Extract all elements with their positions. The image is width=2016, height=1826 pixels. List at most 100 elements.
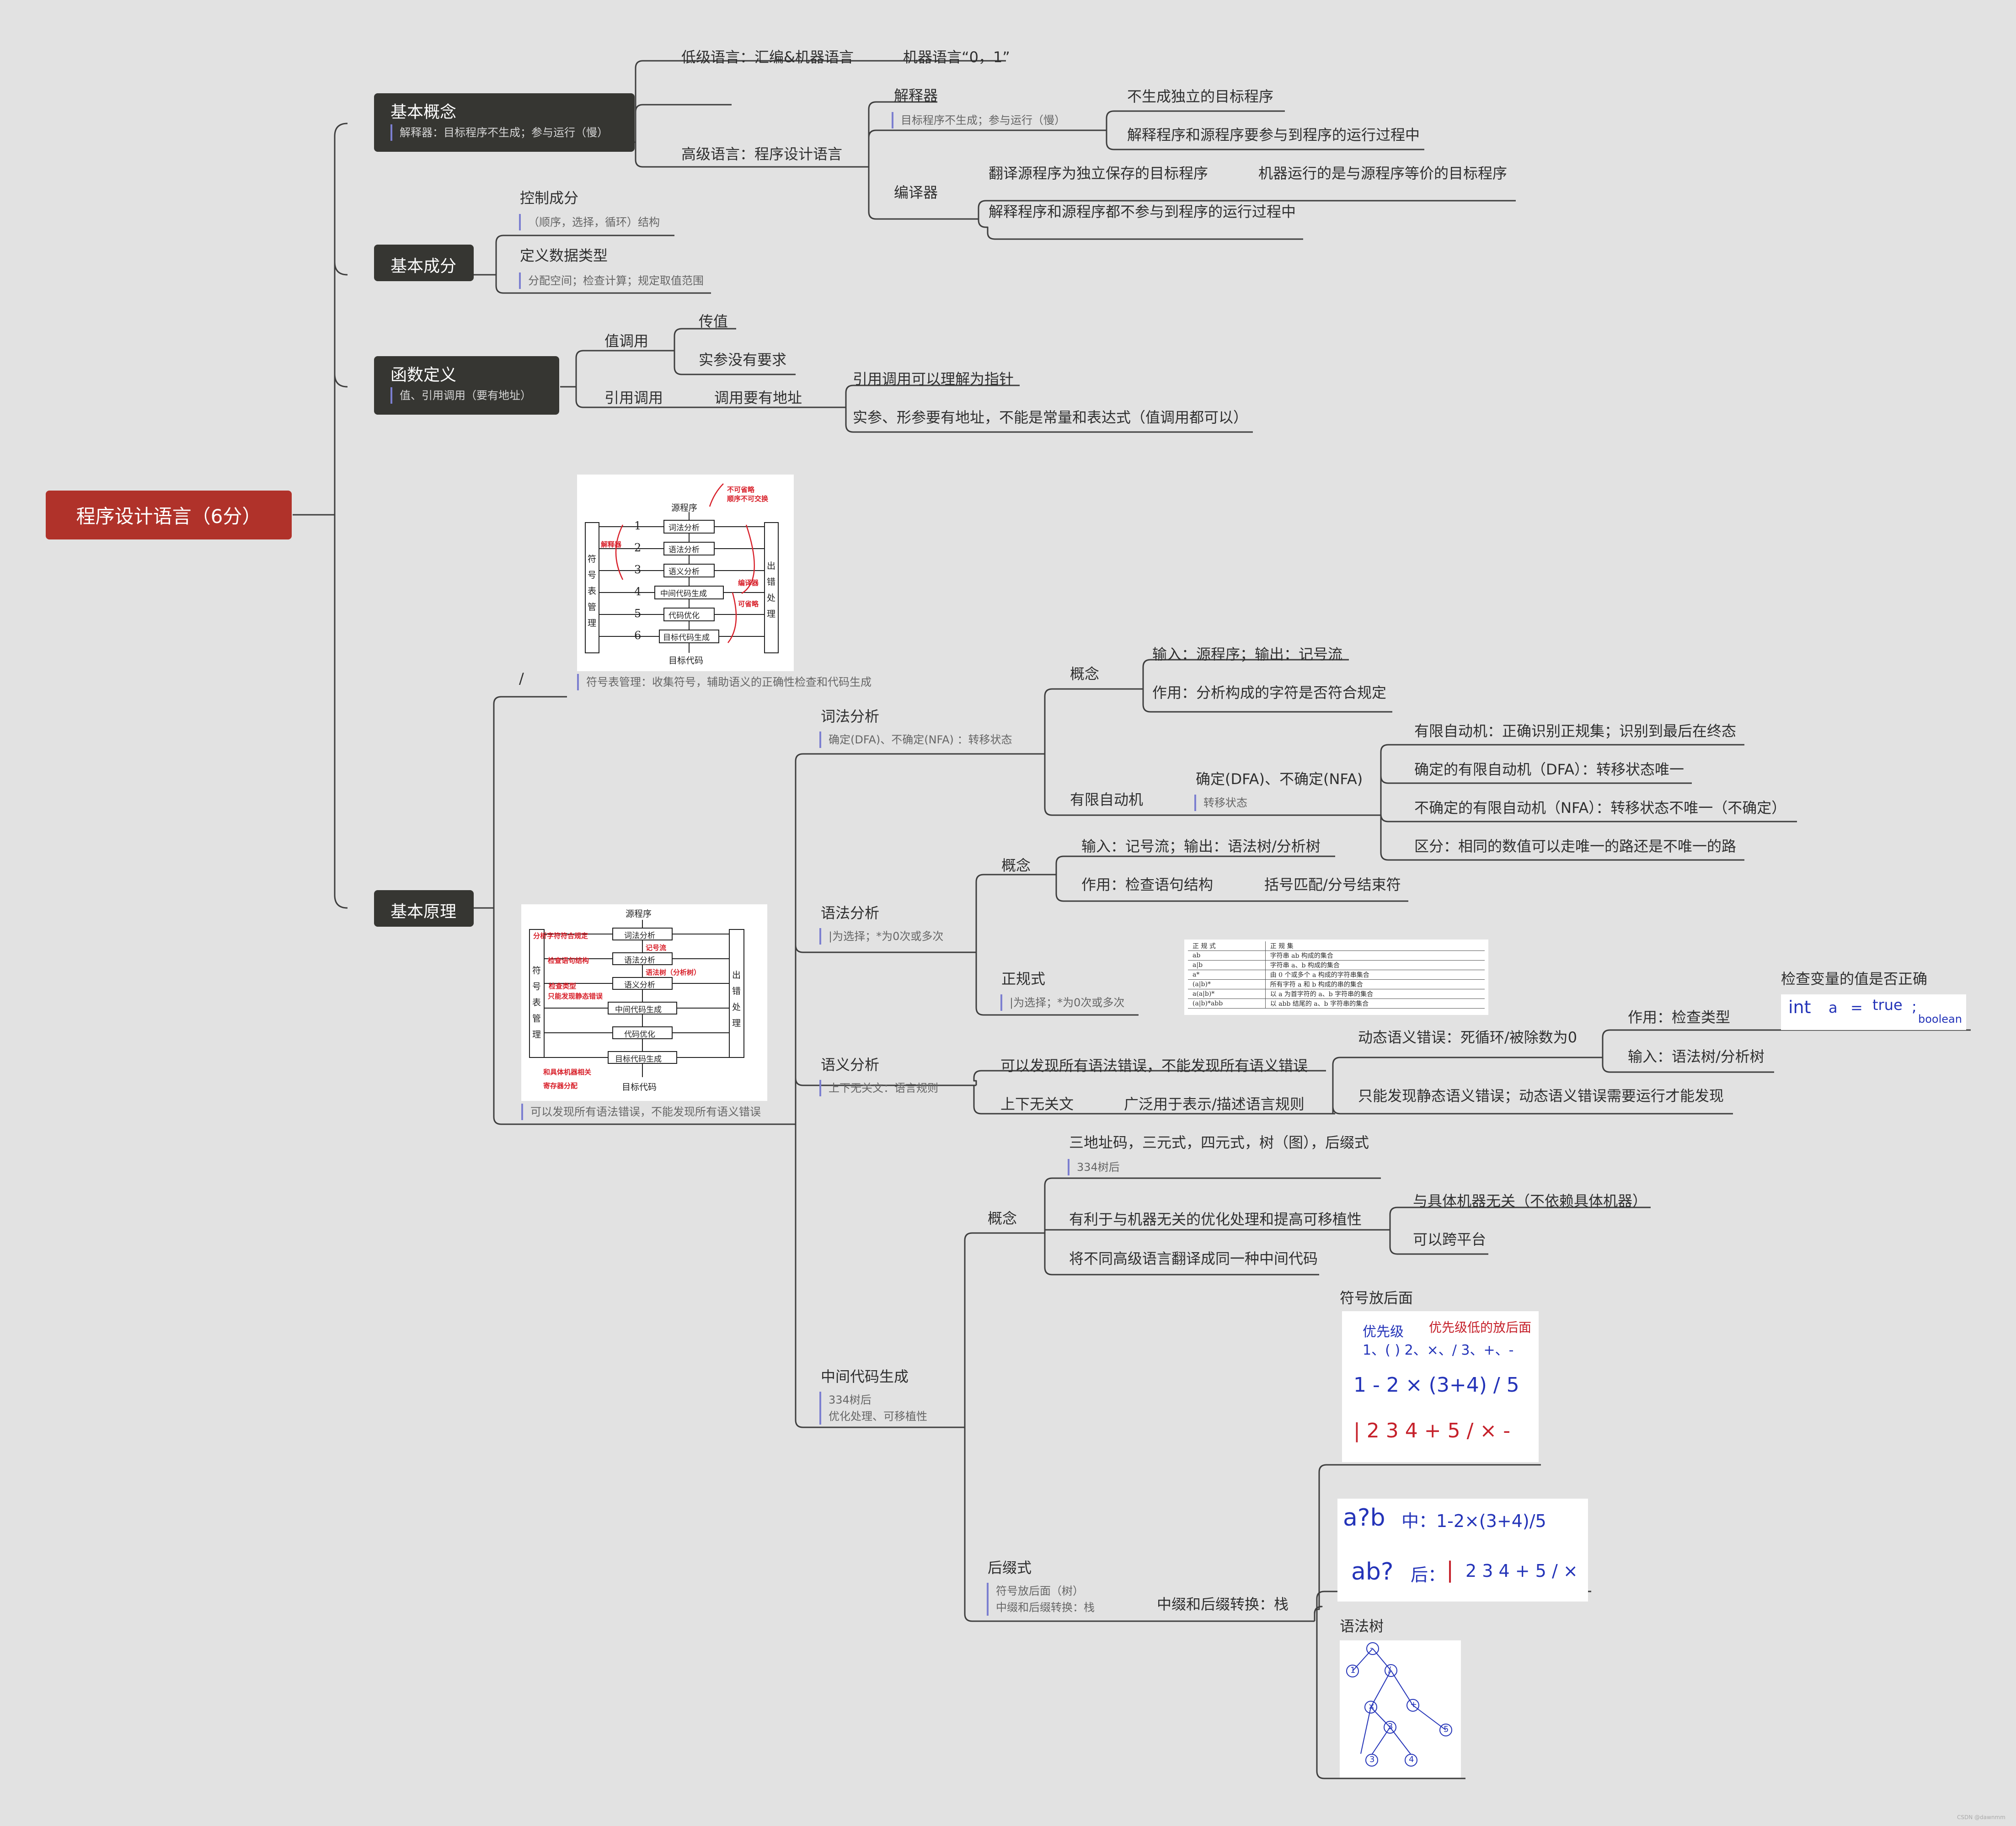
pass-value[interactable]: 传值 bbox=[699, 313, 728, 330]
static-semantic-error[interactable]: 只能发现静态语义错误；动态语义错误需要运行才能发现 bbox=[1358, 1087, 1724, 1105]
dfa-description[interactable]: 确定的有限自动机（DFA）：转移状态唯一 bbox=[1414, 761, 1684, 778]
lexical-role[interactable]: 作用：分析构成的字符是否符合规定 bbox=[1152, 684, 1386, 701]
cross-platform[interactable]: 可以跨平台 bbox=[1413, 1231, 1486, 1248]
reference-address-rule[interactable]: 实参、形参要有地址，不能是常量和表达式（值调用都可以） bbox=[853, 409, 1248, 426]
dfa-nfa[interactable]: 确定(DFA)、不确定(NFA) bbox=[1196, 770, 1363, 788]
interpreter-participates[interactable]: 解释程序和源程序要参与到程序的运行过程中 bbox=[1127, 126, 1420, 144]
context-free[interactable]: 上下无关文 bbox=[1000, 1095, 1074, 1113]
diag1-num-4: 4 bbox=[634, 585, 641, 598]
regex-cell: a|b bbox=[1188, 961, 1265, 970]
node-func-def-title: 函数定义 bbox=[390, 362, 456, 385]
node-func-def[interactable]: 函数定义 值、引用调用（要有地址） bbox=[374, 356, 559, 415]
handwritten-infix-postfix-image[interactable]: a?b 中：1-2×(3+4)/5 ab? 后： | 2 3 4 + 5 / × bbox=[1337, 1499, 1588, 1602]
semantic-find-errors[interactable]: 可以发现所有语法错误，不能发现所有语义错误 bbox=[1000, 1057, 1308, 1074]
root-node[interactable]: 程序设计语言（6分） bbox=[46, 491, 292, 539]
intermediate-code[interactable]: 中间代码生成 bbox=[821, 1368, 909, 1385]
call-by-value[interactable]: 值调用 bbox=[604, 332, 648, 350]
diag2-red-2: 记号流 bbox=[646, 943, 666, 952]
diag2-stage-4: 中间代码生成 bbox=[615, 1003, 662, 1014]
regular-expression[interactable]: 正规式 bbox=[1001, 970, 1045, 988]
diag1-left-2: 号 bbox=[588, 568, 596, 581]
syntax-io[interactable]: 输入：记号流；输出：语法树/分析树 bbox=[1081, 838, 1321, 855]
intermediate-concept[interactable]: 概念 bbox=[988, 1210, 1017, 1227]
fa-distinguish[interactable]: 区分：相同的数值可以走唯一的路还是不唯一的路 bbox=[1414, 838, 1736, 855]
compiler-stages-image-2[interactable]: 源程序 词法分析 语法分析 语义分析 中间代码生成 代码优化 目标代码生成 目标… bbox=[521, 904, 767, 1101]
compiler-not-participate[interactable]: 解释程序和源程序都不参与到程序的运行过程中 bbox=[989, 203, 1296, 220]
diag2-red-6: 只能发现静态错误 bbox=[548, 991, 603, 1001]
semantic-role[interactable]: 作用：检查类型 bbox=[1628, 1009, 1730, 1026]
symbol-table-note: 符号表管理：收集符号，辅助语义的正确性检查和代码生成 bbox=[577, 674, 872, 690]
semantic-analysis[interactable]: 语义分析 bbox=[821, 1056, 879, 1073]
syntax-analysis[interactable]: 语法分析 bbox=[821, 904, 879, 922]
regular-expression-note: |为选择；*为0次或多次 bbox=[1000, 994, 1124, 1011]
hand-priority-order: 1、( ) 2、×、/ 3、+、- bbox=[1363, 1339, 1513, 1359]
hand-priority-rule: 优先级低的放后面 bbox=[1429, 1318, 1531, 1336]
symbol-after[interactable]: 符号放后面 bbox=[1340, 1289, 1413, 1307]
diag2-red-1: 分析字符符合规定 bbox=[533, 931, 588, 940]
hand-infix: 中：1-2×(3+4)/5 bbox=[1401, 1507, 1546, 1532]
regex-cell: a(a|b)* bbox=[1188, 989, 1265, 999]
syntax-tree-image[interactable]: - 1 / × 5 + 3 3 4 bbox=[1340, 1640, 1461, 1778]
call-by-reference[interactable]: 引用调用 bbox=[604, 389, 663, 406]
machine-independent[interactable]: 与具体机器无关（不依赖具体机器） bbox=[1413, 1192, 1647, 1210]
root-label: 程序设计语言（6分） bbox=[76, 501, 262, 529]
postfix[interactable]: 后缀式 bbox=[988, 1559, 1032, 1576]
syntax-tree-label[interactable]: 语法树 bbox=[1340, 1618, 1384, 1635]
infix-postfix-convert[interactable]: 中缀和后缀转换：栈 bbox=[1157, 1596, 1289, 1613]
node-basic-parts[interactable]: 基本成分 bbox=[374, 245, 474, 281]
intermediate-benefit[interactable]: 有利于与机器无关的优化处理和提高可移植性 bbox=[1069, 1211, 1362, 1228]
machine-language[interactable]: 机器语言“0，1” bbox=[903, 48, 1010, 66]
context-free-usage[interactable]: 广泛用于表示/描述语言规则 bbox=[1124, 1095, 1305, 1113]
nfa-description[interactable]: 不确定的有限自动机（NFA）：转移状态不唯一（不确定） bbox=[1414, 799, 1786, 817]
need-address[interactable]: 调用要有地址 bbox=[714, 389, 802, 406]
hand-eq: = bbox=[1850, 999, 1863, 1016]
handwritten-int-example[interactable]: int a = true ; boolean bbox=[1781, 994, 1966, 1030]
handwritten-priority-image[interactable]: 优先级 优先级低的放后面 1、( ) 2、×、/ 3、+、- 1 - 2 × (… bbox=[1342, 1311, 1539, 1462]
fa-description[interactable]: 有限自动机：正确识别正规集；识别到最后在终态 bbox=[1414, 722, 1736, 740]
node-basic-parts-title: 基本成分 bbox=[390, 253, 456, 277]
tree-node: - bbox=[1370, 1643, 1373, 1653]
reference-pointer[interactable]: 引用调用可以理解为指针 bbox=[853, 370, 1014, 388]
finite-automaton[interactable]: 有限自动机 bbox=[1070, 791, 1143, 808]
syntax-concept[interactable]: 概念 bbox=[1001, 857, 1031, 874]
compiler-translate[interactable]: 翻译源程序为独立保存的目标程序 bbox=[989, 165, 1208, 182]
lexical-io[interactable]: 输入：源程序；输出：记号流 bbox=[1152, 646, 1342, 663]
same-intermediate[interactable]: 将不同高级语言翻译成同一种中间代码 bbox=[1069, 1250, 1318, 1267]
interpreter[interactable]: 解释器 bbox=[894, 87, 938, 104]
diag2-right-4: 理 bbox=[732, 1016, 741, 1029]
high-level-language[interactable]: 高级语言：程序设计语言 bbox=[681, 145, 842, 163]
diag1-stage-2: 语法分析 bbox=[668, 543, 700, 555]
no-requirement[interactable]: 实参没有要求 bbox=[699, 351, 786, 368]
diag1-left-4: 管 bbox=[588, 600, 596, 613]
dfa-nfa-note: 转移状态 bbox=[1194, 795, 1247, 811]
table-row: a(a|b)*以 a 为首字符的 a、b 字符串的集合 bbox=[1188, 989, 1485, 999]
intermediate-forms[interactable]: 三地址码，三元式，四元式，树（图），后缀式 bbox=[1069, 1134, 1369, 1151]
syntax-role-brackets[interactable]: 括号匹配/分号结束符 bbox=[1264, 876, 1401, 893]
low-level-language[interactable]: 低级语言：汇编&机器语言 bbox=[681, 48, 854, 66]
node-basic-concept[interactable]: 基本概念 解释器：目标程序不生成；参与运行（慢） bbox=[374, 93, 635, 152]
define-datatype-note: 分配空间；检查计算；规定取值范围 bbox=[519, 272, 704, 289]
lexical-analysis[interactable]: 词法分析 bbox=[821, 708, 879, 725]
interpreter-no-target[interactable]: 不生成独立的目标程序 bbox=[1127, 88, 1273, 105]
diag1-right-4: 理 bbox=[767, 607, 775, 619]
semantic-analysis-note: 上下无关文：语言规则 bbox=[819, 1080, 938, 1096]
check-variable-value[interactable]: 检查变量的值是否正确 bbox=[1781, 970, 1927, 988]
compiler[interactable]: 编译器 bbox=[894, 184, 938, 201]
diag2-stage-6: 目标代码生成 bbox=[615, 1052, 662, 1064]
lexical-concept[interactable]: 概念 bbox=[1070, 665, 1099, 683]
diag1-left-1: 符 bbox=[588, 552, 596, 565]
compiler-equivalent[interactable]: 机器运行的是与源程序等价的目标程序 bbox=[1258, 165, 1507, 182]
node-principle[interactable]: 基本原理 bbox=[374, 890, 474, 927]
define-datatype[interactable]: 定义数据类型 bbox=[520, 247, 608, 264]
tree-node: 1 bbox=[1350, 1666, 1355, 1675]
control-component[interactable]: 控制成分 bbox=[520, 189, 578, 207]
table-row: a*由 0 个或多个 a 构成的字符串集合 bbox=[1188, 970, 1485, 980]
syntax-role[interactable]: 作用：检查语句结构 bbox=[1081, 876, 1213, 893]
semantic-io[interactable]: 输入：语法树/分析树 bbox=[1628, 1048, 1765, 1065]
compiler-stages-image-1[interactable]: 不可省略 顺序不可交换 源程序 词法分析 语法分析 语义分析 中间代码生成 代码… bbox=[577, 475, 794, 671]
dynamic-semantic-error[interactable]: 动态语义错误：死循环/被除数为0 bbox=[1358, 1029, 1577, 1046]
regex-table-header-1: 正 规 式 bbox=[1188, 941, 1265, 951]
